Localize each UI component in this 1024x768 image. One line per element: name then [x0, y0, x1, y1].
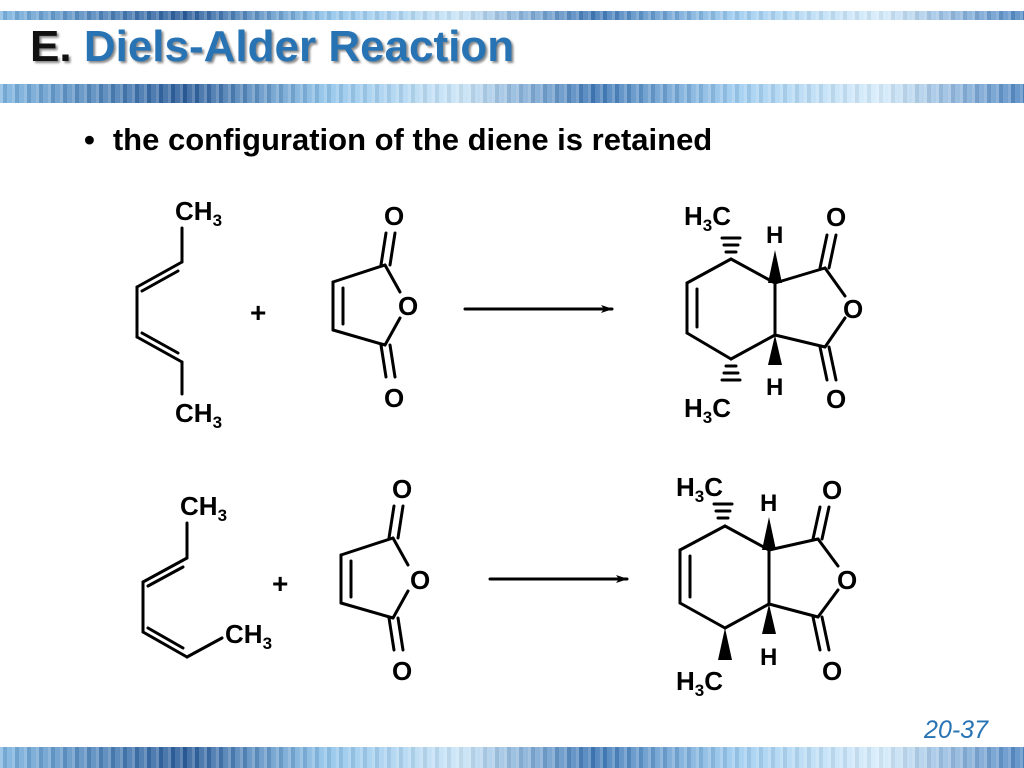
page-number: 20-37 [924, 716, 988, 744]
hydrogen-label: H [760, 490, 777, 517]
methyl-label: H3C [684, 201, 731, 235]
carbonyl-oxygen: O [392, 656, 412, 686]
methyl-label: H3C [676, 472, 723, 506]
plus-sign: + [272, 568, 288, 599]
ring-oxygen: O [410, 565, 430, 595]
hydrogen-label: H [766, 222, 783, 249]
hydrogen-label: H [760, 644, 777, 671]
methyl-label: CH3 [175, 398, 222, 432]
plus-sign: + [250, 297, 266, 328]
carbonyl-oxygen: O [384, 383, 404, 413]
diene-2: CH3 CH3 [141, 491, 272, 659]
header-band [0, 84, 1024, 103]
ring-oxygen: O [837, 565, 857, 595]
methyl-label: H3C [684, 393, 731, 427]
reaction-2: CH3 CH3 + O O O [141, 472, 857, 700]
diene-1: CH3 CH3 [135, 196, 222, 432]
methyl-label: CH3 [175, 196, 222, 230]
bullet-dot-icon: • [84, 122, 95, 157]
title-main: Diels-Alder Reaction [83, 22, 515, 71]
ring-oxygen: O [843, 294, 863, 324]
footer-band [0, 747, 1024, 768]
product-1: H3C H H H3C O [684, 201, 863, 427]
maleic-anhydride-1: O O O [331, 201, 418, 413]
carbonyl-oxygen: O [392, 474, 412, 504]
bullet-text: the configuration of the diene is retain… [112, 122, 713, 157]
carbonyl-oxygen: O [822, 656, 842, 686]
carbonyl-oxygen: O [384, 201, 404, 231]
hydrogen-label: H [766, 374, 783, 401]
title-prefix: E. [30, 22, 72, 71]
methyl-label: CH3 [225, 619, 272, 653]
maleic-anhydride-2: O O O [339, 474, 430, 686]
methyl-label: H3C [676, 666, 723, 700]
ring-oxygen: O [398, 291, 418, 321]
carbonyl-oxygen: O [826, 202, 846, 232]
reaction-1: CH3 CH3 + O O O [135, 196, 863, 432]
carbonyl-oxygen: O [822, 475, 842, 505]
bullet-point: • the configuration of the diene is retai… [84, 122, 712, 158]
product-2: H3C H H H3C O O O [676, 472, 857, 700]
header-band-thin [0, 11, 1024, 20]
carbonyl-oxygen: O [826, 384, 846, 414]
slide-title: E. Diels-Alder Reaction [30, 22, 514, 72]
methyl-label: CH3 [180, 491, 227, 525]
